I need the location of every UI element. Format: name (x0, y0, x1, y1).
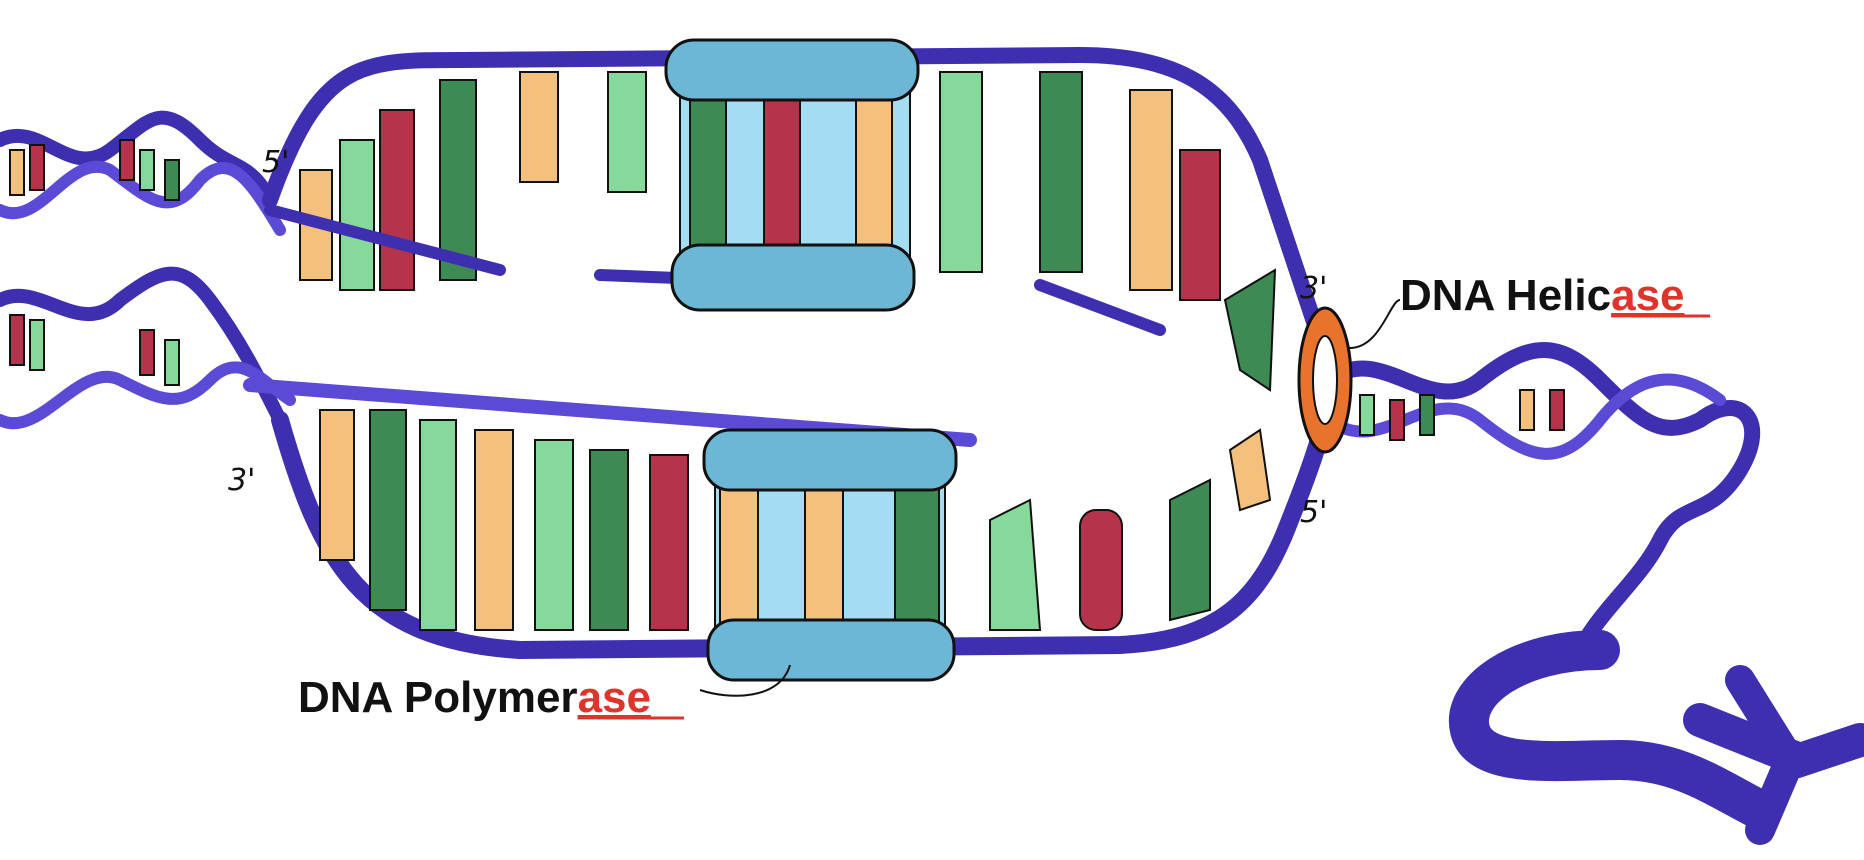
dna-polymerase-label-suffix: ase (578, 673, 651, 722)
polymerase-leader-line (699, 664, 791, 697)
upper-polymerase (664, 38, 920, 312)
upper-bases (264, 71, 1277, 392)
strand-end-fork-bottom: 5' (1300, 495, 1327, 530)
helicase-leader-line (1347, 299, 1401, 350)
left-top-helix (0, 110, 286, 236)
helicase-ring (1297, 306, 1353, 454)
upper-parent-strand (262, 46, 1328, 348)
lower-bases (319, 409, 1272, 631)
dna-polymerase-label: DNA Polymerase (298, 673, 651, 722)
left-bottom-helix (0, 266, 296, 430)
dna-helicase-label-suffix: ase (1611, 271, 1684, 320)
strand-end-fork-top: 3' (1300, 271, 1327, 306)
strand-end-bottom-left: 3' (228, 463, 255, 498)
lower-polymerase (702, 428, 958, 682)
dna-helicase-label: DNA Helicase (1400, 271, 1685, 320)
strand-end-top-left: 5' (262, 145, 289, 180)
right-helix (1322, 342, 1864, 845)
dna-polymerase-label-stem: DNA Polymer (298, 673, 578, 722)
dna-helicase-label-stem: DNA Helic (1400, 271, 1611, 320)
